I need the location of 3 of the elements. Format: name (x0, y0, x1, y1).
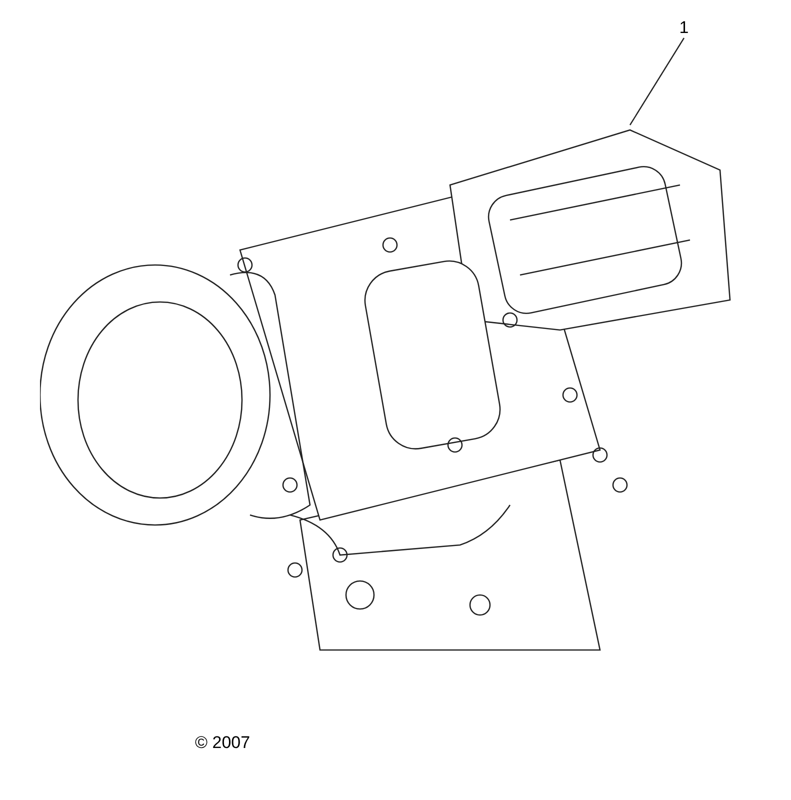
leader-line (630, 38, 684, 126)
callout-number: 1 (676, 18, 692, 38)
copyright-note: © 2007 (195, 733, 250, 753)
